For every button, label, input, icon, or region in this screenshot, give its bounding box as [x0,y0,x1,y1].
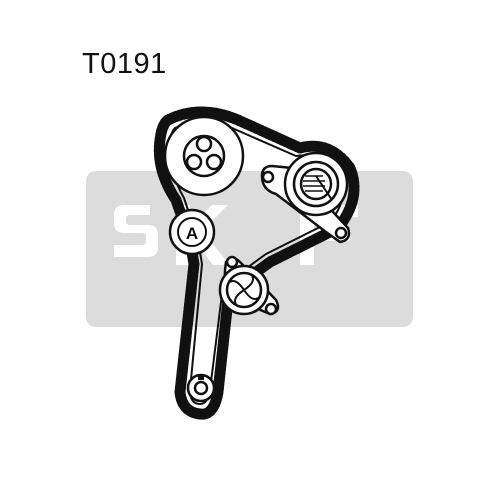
part-code-label: T0191 [82,48,167,80]
camshaft-sprocket [163,115,245,197]
idler-pulley: A [168,208,216,256]
tensioner-pulley [260,151,351,244]
water-pump-pulley [218,255,280,316]
crankshaft-sprocket [186,373,216,403]
idler-pulley-marking: A [186,224,198,243]
